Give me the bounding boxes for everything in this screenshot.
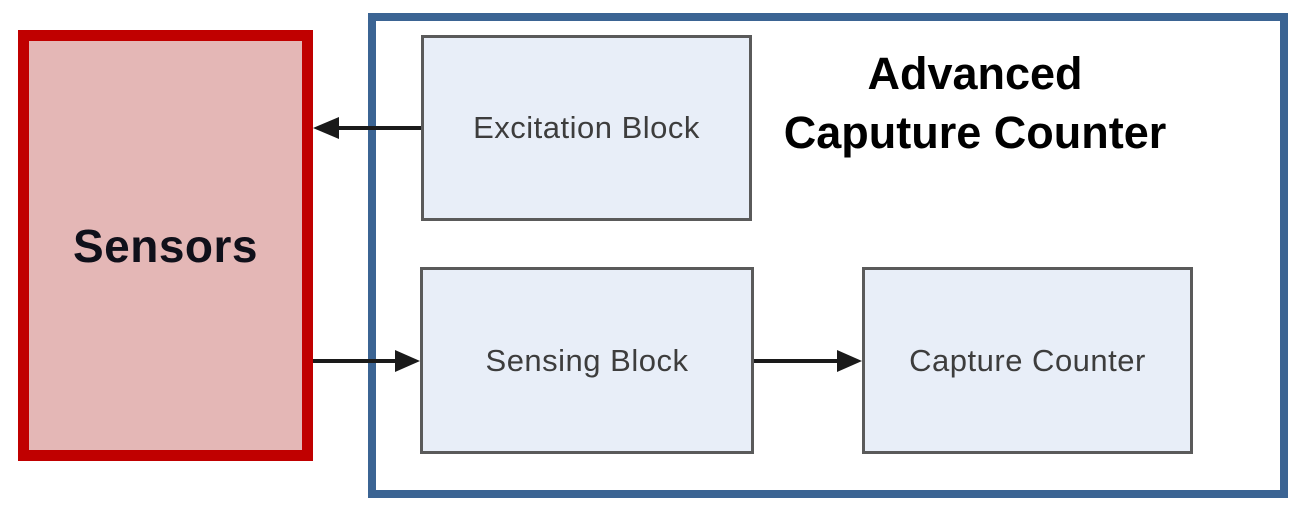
capture-counter-label: Capture Counter — [909, 342, 1146, 378]
excitation-block-label: Excitation Block — [473, 110, 700, 145]
excitation-block-node: Excitation Block — [421, 35, 752, 221]
sensing-block-node: Sensing Block — [420, 267, 754, 454]
sensors-label: Sensors — [72, 219, 259, 272]
sensing-block-label: Sensing Block — [485, 342, 689, 378]
sensors-node: Sensors — [18, 30, 313, 461]
arrowhead-left-icon — [313, 117, 339, 139]
capture-counter-node: Capture Counter — [862, 267, 1193, 454]
